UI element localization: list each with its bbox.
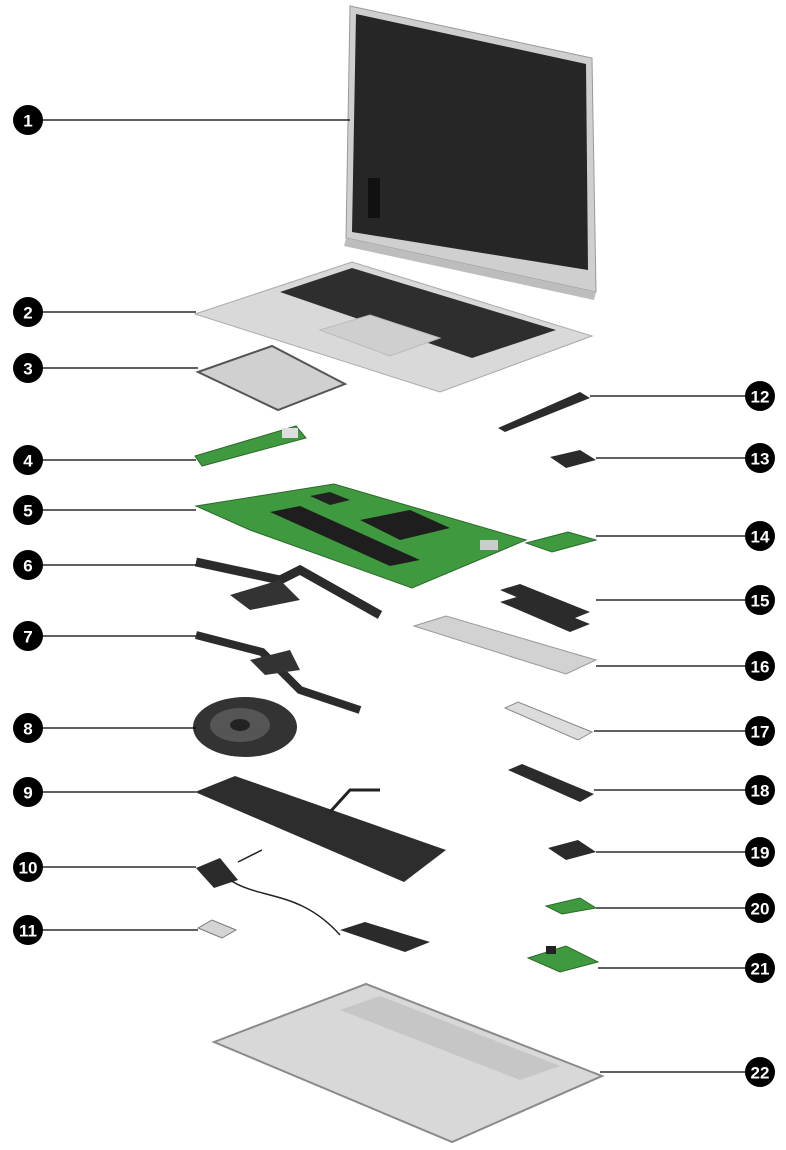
callout-19: 19 <box>745 837 775 867</box>
leader-lines <box>40 119 748 1073</box>
callout-15: 15 <box>745 585 775 615</box>
part-small-board <box>544 897 598 915</box>
callout-9: 9 <box>13 777 43 807</box>
part-wlan-module-a <box>550 450 596 468</box>
callout-number: 15 <box>751 592 770 611</box>
part-display-assembly <box>344 5 597 300</box>
callout-number: 17 <box>751 723 770 742</box>
callout-number: 19 <box>751 844 770 863</box>
callout-number: 21 <box>751 960 770 979</box>
callout-number: 11 <box>19 922 37 941</box>
callout-number: 10 <box>19 859 38 878</box>
callout-number: 12 <box>751 388 770 407</box>
callout-21: 21 <box>745 953 775 983</box>
callout-number: 22 <box>751 1064 770 1083</box>
part-bottom-cover <box>211 982 605 1144</box>
part-battery <box>195 776 446 882</box>
callout-number: 6 <box>23 557 32 576</box>
callout-number: 3 <box>23 360 32 379</box>
part-wlan-module-b <box>548 840 596 860</box>
callout-number: 18 <box>751 782 770 801</box>
callout-17: 17 <box>745 716 775 746</box>
callout-number: 7 <box>23 628 32 647</box>
callout-2: 2 <box>13 297 43 327</box>
part-io-board <box>194 425 307 467</box>
callout-number: 2 <box>23 304 32 323</box>
part-ssd-bracket <box>503 701 594 741</box>
callout-number: 13 <box>751 450 770 469</box>
callout-6: 6 <box>13 550 43 580</box>
part-speakers <box>196 849 430 952</box>
callout-7: 7 <box>13 621 43 651</box>
part-smart-card-board <box>526 945 600 973</box>
callout-20: 20 <box>745 893 775 923</box>
part-camera-module <box>498 392 590 432</box>
part-ssd-shield <box>412 615 598 675</box>
callout-12: 12 <box>745 381 775 411</box>
callout-number: 9 <box>23 784 32 803</box>
callout-22: 22 <box>745 1057 775 1087</box>
callout-1: 1 <box>13 105 43 135</box>
callout-number: 1 <box>23 112 32 131</box>
part-system-board <box>194 483 528 589</box>
part-bracket-small <box>196 919 238 939</box>
callout-8: 8 <box>13 713 43 743</box>
callout-3: 3 <box>13 353 43 383</box>
part-ssd <box>508 764 594 802</box>
callout-number: 4 <box>23 452 33 471</box>
callout-16: 16 <box>745 651 775 681</box>
callout-14: 14 <box>745 521 775 551</box>
callout-18: 18 <box>745 775 775 805</box>
callout-number: 8 <box>23 720 32 739</box>
callout-11: 11 <box>13 915 43 945</box>
part-heat-sink-discrete <box>195 557 383 619</box>
part-wwan-card <box>524 531 598 553</box>
part-top-cover-keyboard <box>193 261 594 393</box>
part-touchpad <box>195 344 348 412</box>
callout-number: 14 <box>751 528 770 547</box>
part-heat-sink <box>195 631 362 714</box>
callout-10: 10 <box>13 852 43 882</box>
part-fan <box>193 697 297 757</box>
callout-number: 20 <box>751 900 770 919</box>
callout-5: 5 <box>13 495 43 525</box>
callout-13: 13 <box>745 443 775 473</box>
part-memory-modules <box>500 584 590 632</box>
callout-number: 16 <box>751 658 770 677</box>
callout-number: 5 <box>23 502 32 521</box>
callout-4: 4 <box>13 445 43 475</box>
